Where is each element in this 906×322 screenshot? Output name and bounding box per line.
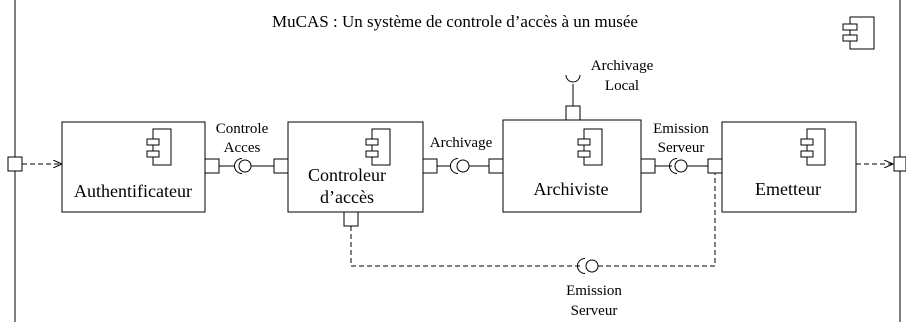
component-icon: [577, 128, 603, 166]
interface-label-line1: Archivage: [591, 58, 654, 74]
system-title: MuCAS : Un système de controle d’accès à…: [272, 12, 638, 31]
port-authentificateur-right: [204, 158, 220, 174]
component-icon: [365, 128, 391, 166]
interface-label-line2: Acces: [224, 140, 261, 156]
interface-label-line1: Emission: [653, 121, 709, 137]
interface-label-line2: Serveur: [658, 140, 705, 156]
port-controleur-left: [273, 158, 289, 174]
component-label: Archiviste: [534, 179, 609, 199]
interface-label: Archivage: [430, 135, 493, 151]
component-label: Authentificateur: [74, 181, 192, 201]
interface-label-line2: Serveur: [571, 303, 618, 319]
component-icon: [800, 128, 826, 166]
component-label: Emetteur: [755, 179, 821, 199]
interface-label-line1: Controle: [216, 121, 269, 137]
system-component-icon: [842, 16, 875, 50]
port-archiviste-top: [565, 105, 581, 121]
component-archiviste: Archiviste: [502, 119, 642, 213]
component-authentificateur: Authentificateur: [61, 121, 206, 213]
connector-archivage: [437, 158, 489, 174]
ports: [204, 105, 723, 227]
port-emetteur-left: [707, 158, 723, 174]
port-archiviste-left: [488, 158, 504, 174]
component-label-line2: d’accès: [320, 187, 374, 207]
boundary-port-left: [7, 156, 23, 172]
connector-controle-acces: [219, 158, 274, 174]
interface-label-line2: Local: [605, 78, 639, 94]
component-icon: [146, 128, 172, 166]
boundary-port-right: [893, 156, 906, 172]
connector-emission-serveur-dashed: [350, 173, 716, 274]
required-interface-archivage-local: [565, 74, 581, 106]
port-controleur-right: [422, 158, 438, 174]
connector-emission-serveur: [655, 158, 708, 174]
system-boundary: MuCAS : Un système de controle d’accès à…: [14, 0, 901, 322]
component-label-line1: Controleur: [308, 165, 386, 185]
port-archiviste-right: [640, 158, 656, 174]
component-controleur-acces: Controleur d’accès: [287, 121, 424, 213]
interface-label-line1: Emission: [566, 283, 622, 299]
port-controleur-bottom: [343, 211, 359, 227]
component-emetteur: Emetteur: [721, 121, 857, 213]
